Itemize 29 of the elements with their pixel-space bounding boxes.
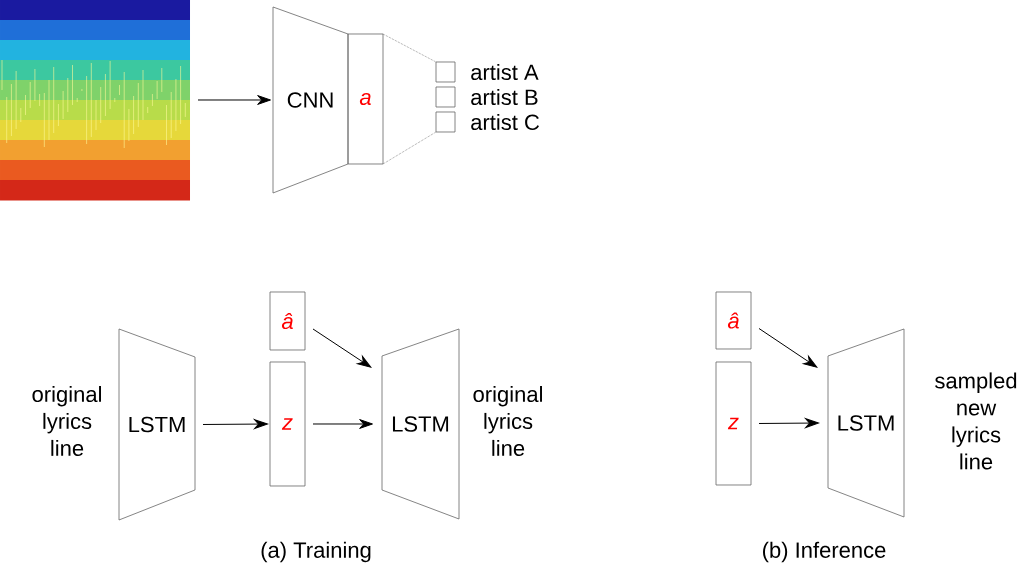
vector-box: a — [347, 33, 384, 165]
class-label: artist B — [471, 88, 538, 106]
trapezoid-block: LSTM — [381, 328, 460, 520]
text-label: original lyrics line — [473, 385, 542, 457]
projection-line — [382, 33, 437, 63]
vector-box: â — [269, 291, 306, 351]
class-label: artist C — [471, 113, 540, 131]
output-box — [435, 111, 456, 133]
spectrogram-drawing — [0, 0, 190, 201]
arrow — [312, 419, 373, 429]
arrow — [758, 328, 818, 368]
vector-box: z — [269, 361, 306, 487]
arrow — [758, 418, 819, 429]
output-box — [435, 86, 456, 108]
text-label: sampled new lyrics line — [935, 372, 1017, 470]
trapezoid-block: CNN — [272, 6, 349, 194]
caption: (a) Training — [261, 541, 371, 563]
caption: (b) Inference — [763, 541, 886, 563]
class-label: artist A — [471, 63, 539, 81]
arrow — [197, 95, 271, 105]
text-label: original lyrics line — [32, 385, 101, 457]
vector-box: z — [715, 361, 752, 486]
arrow — [312, 328, 372, 368]
vector-box: â — [715, 291, 752, 350]
projection-line — [382, 131, 437, 165]
trapezoid-block: LSTM — [118, 328, 196, 521]
output-box — [435, 61, 456, 83]
trapezoid-block: LSTM — [827, 328, 905, 518]
arrow — [202, 419, 268, 430]
